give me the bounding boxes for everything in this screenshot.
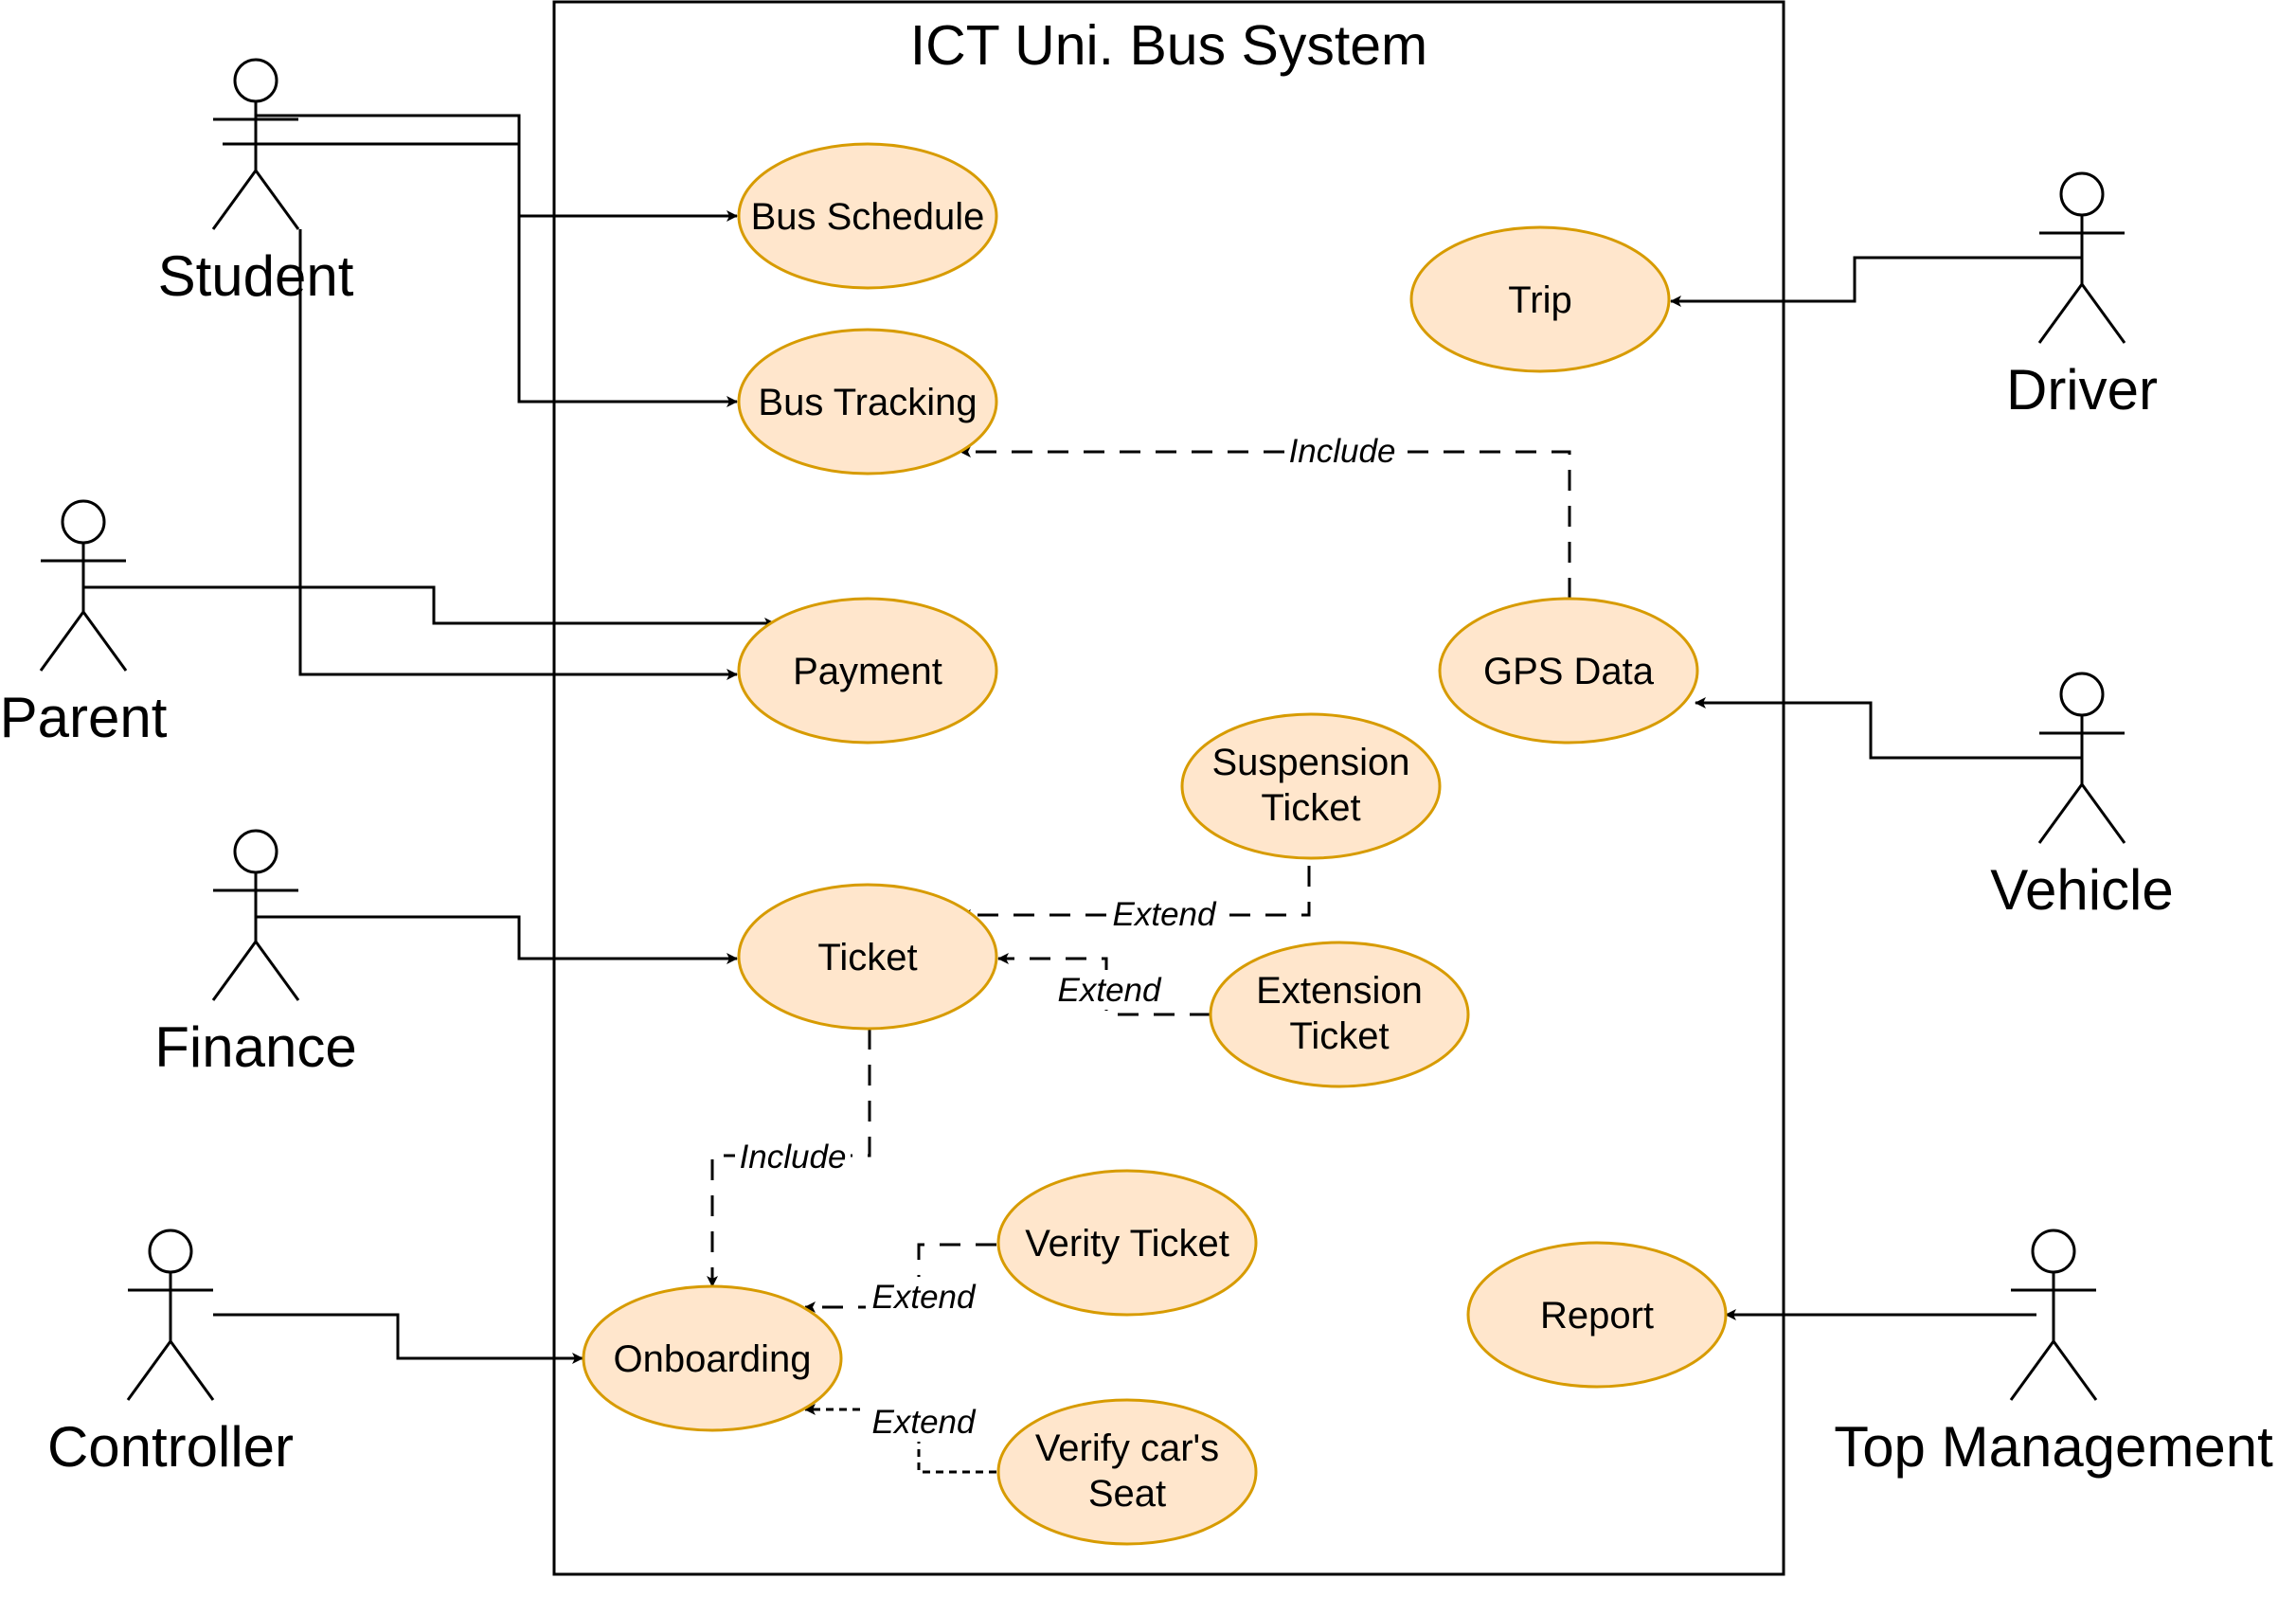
actor-label: Top Management [1834, 1415, 2273, 1479]
extension-extend-ticket [997, 953, 1211, 1016]
svg-text:Bus Tracking: Bus Tracking [758, 382, 977, 423]
student-to-payment [298, 229, 738, 680]
actor-label: Vehicle [1990, 858, 2173, 922]
svg-text:Ticket: Ticket [817, 937, 917, 978]
seat-extend-label: Extend [872, 1404, 977, 1441]
finance-to-ticket [256, 915, 738, 964]
usecase-ticket[interactable]: Ticket [737, 883, 998, 1031]
svg-text:Payment: Payment [793, 651, 942, 692]
svg-text:GPS Data: GPS Data [1483, 651, 1655, 692]
actor-finance[interactable]: Finance [154, 829, 357, 1079]
relation-labels: Include Extend Extend Include Extend Ext… [735, 431, 1400, 1442]
svg-text:Onboarding: Onboarding [613, 1338, 811, 1380]
usecase-onboarding[interactable]: Onboarding [582, 1284, 843, 1432]
usecase-verify-seat[interactable]: Verify car's Seat [996, 1398, 1258, 1546]
vehicle-to-gps [1695, 697, 2082, 760]
verity-extend-label: Extend [872, 1279, 977, 1316]
parent-to-payment [83, 585, 776, 629]
svg-text:Suspension: Suspension [1211, 742, 1409, 783]
extension-extend-label: Extend [1058, 972, 1162, 1009]
ticket-include-label: Include [740, 1139, 847, 1175]
suspension-extend-ticket [960, 866, 1311, 921]
verity-extend-onboarding [804, 1243, 996, 1313]
student-to-bus-tracking [223, 142, 738, 407]
stick-figure-icon [126, 1229, 215, 1401]
stick-figure-icon [2009, 1229, 2098, 1401]
system-title: ICT Uni. Bus System [910, 14, 1427, 77]
usecase-suspension-ticket[interactable]: Suspension Ticket [1180, 712, 1442, 860]
svg-text:Verity Ticket: Verity Ticket [1025, 1223, 1229, 1265]
gps-include-label: Include [1289, 433, 1396, 470]
svg-text:Bus Schedule: Bus Schedule [751, 196, 985, 238]
actor-parent[interactable]: Parent [0, 499, 168, 749]
actor-vehicle[interactable]: Vehicle [1990, 672, 2174, 922]
stick-figure-icon [211, 829, 300, 1001]
actor-student[interactable]: Student [158, 58, 354, 308]
usecase-bus-tracking[interactable]: Bus Tracking [737, 328, 998, 476]
actor-label: Controller [47, 1415, 294, 1479]
usecase-gps-data[interactable]: GPS Data [1438, 597, 1699, 745]
svg-text:Ticket: Ticket [1289, 1015, 1389, 1057]
suspension-extend-label: Extend [1113, 896, 1217, 933]
stick-figure-icon [39, 499, 128, 672]
gps-include-bus-tracking [960, 446, 1571, 599]
system-boundary [552, 0, 1785, 1576]
svg-text:Verify car's: Verify car's [1035, 1427, 1219, 1469]
usecase-extension-ticket[interactable]: Extension Ticket [1209, 941, 1470, 1088]
controller-to-onboarding [213, 1313, 583, 1364]
usecase-bus-schedule[interactable]: Bus Schedule [737, 142, 998, 290]
actor-driver[interactable]: Driver [2006, 171, 2158, 422]
stick-figure-icon [2037, 171, 2126, 344]
actor-label: Student [158, 244, 354, 308]
actor-label: Driver [2006, 358, 2158, 422]
actor-controller[interactable]: Controller [47, 1229, 294, 1479]
student-to-bus-schedule [256, 114, 738, 222]
usecase-report[interactable]: Report [1466, 1241, 1728, 1389]
usecase-trip[interactable]: Trip [1409, 225, 1671, 373]
driver-to-trip [1670, 256, 2082, 307]
svg-text:Seat: Seat [1088, 1473, 1166, 1515]
actor-label: Finance [154, 1015, 356, 1079]
stick-figure-icon [2037, 672, 2126, 844]
associations [83, 114, 2082, 1364]
stick-figure-icon [211, 58, 300, 230]
actor-label: Parent [0, 686, 168, 749]
usecase-payment[interactable]: Payment [737, 597, 998, 745]
svg-text:Report: Report [1540, 1295, 1654, 1337]
svg-text:Trip: Trip [1508, 279, 1571, 321]
svg-text:Extension: Extension [1256, 970, 1423, 1012]
usecase-verity-ticket[interactable]: Verity Ticket [996, 1169, 1258, 1317]
actor-top-management[interactable]: Top Management [1834, 1229, 2273, 1479]
svg-text:Ticket: Ticket [1261, 787, 1360, 829]
